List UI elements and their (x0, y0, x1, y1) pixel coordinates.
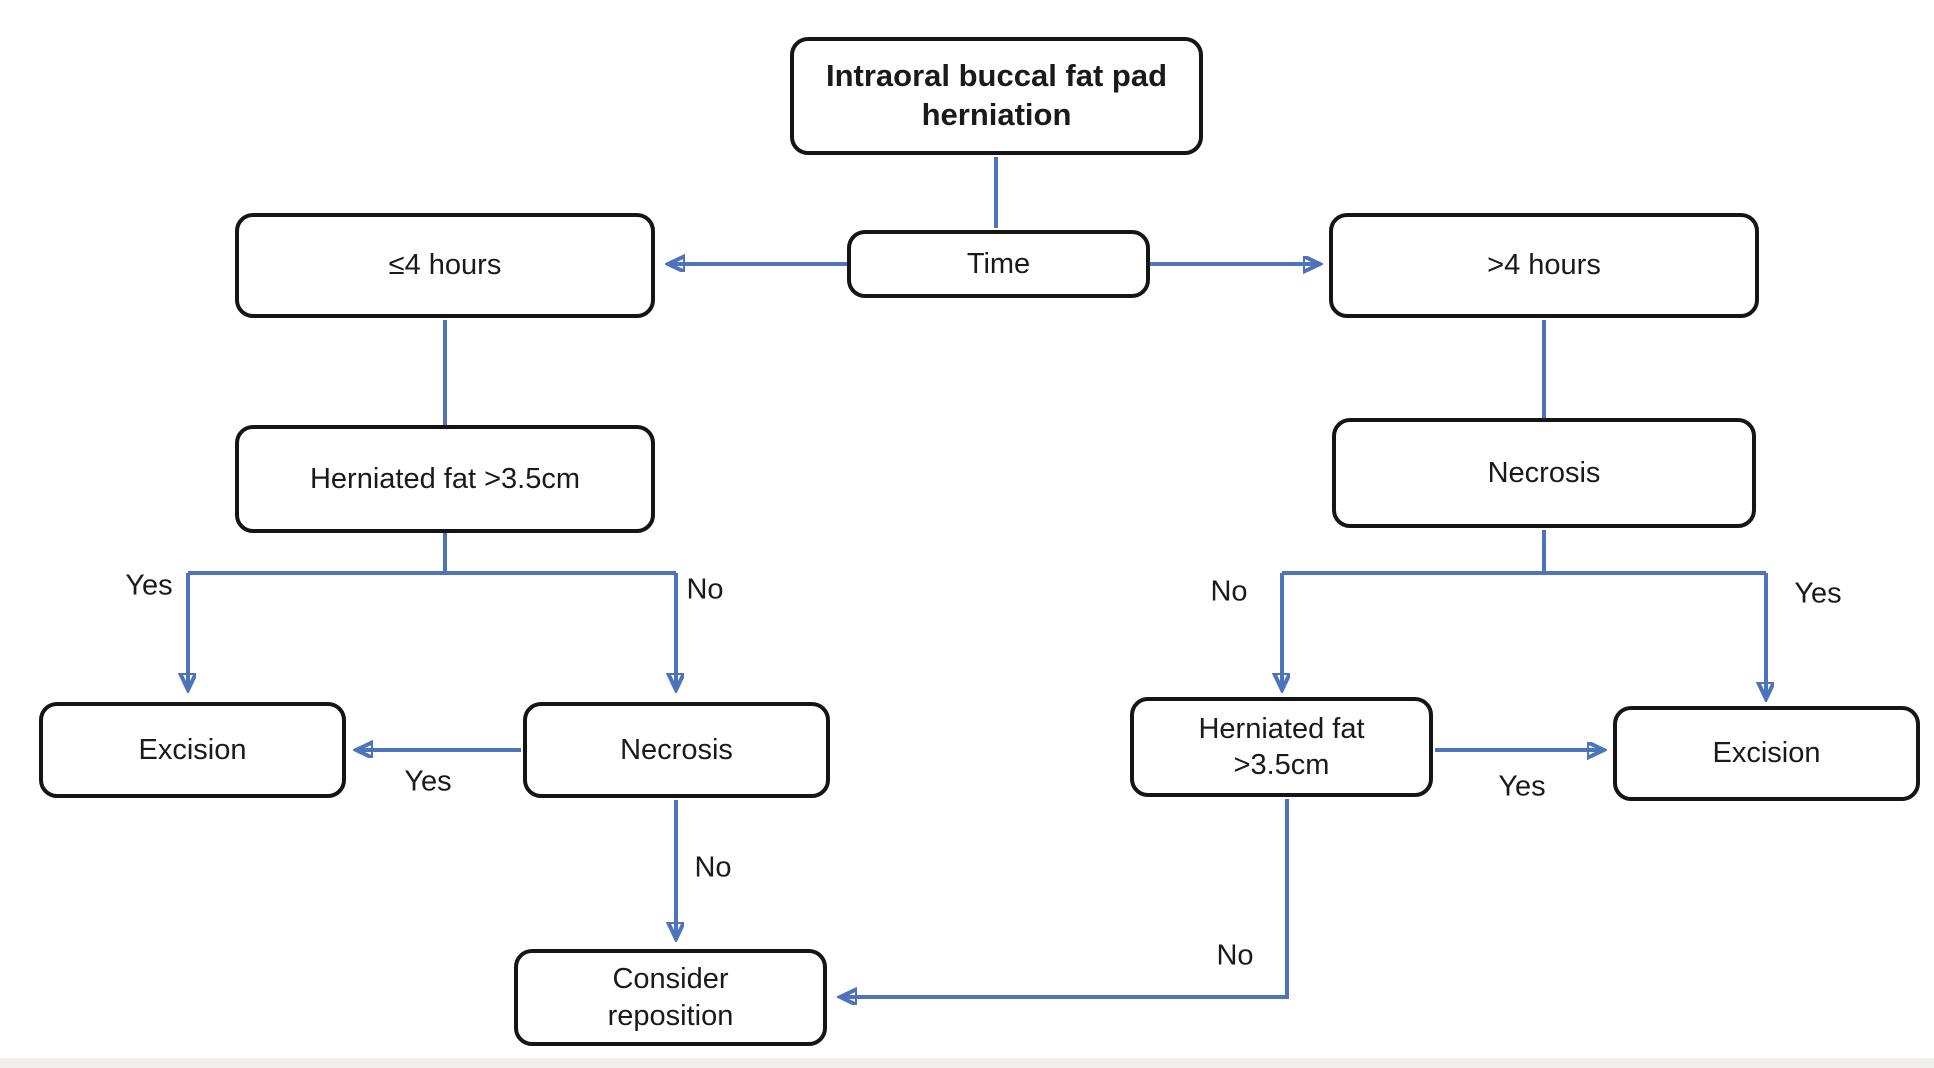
node-excision-right: Excision (1613, 706, 1920, 801)
node-root: Intraoral buccal fat pad herniation (790, 37, 1203, 155)
edge-herniated-right-to-consider-reposition (842, 799, 1289, 997)
edge-label-left-branch-yes: Yes (125, 569, 173, 602)
edge-necrosis-right-split (1282, 530, 1766, 575)
node-herniated-fat-right: Herniated fat >3.5cm (1130, 697, 1433, 797)
node-necrosis-right: Necrosis (1332, 418, 1756, 528)
node-necrosis-left: Necrosis (523, 702, 830, 798)
edge-label-right-branch-no: No (1210, 575, 1248, 608)
edge-label-right-branch-yes: Yes (1794, 577, 1842, 610)
bottom-edge-strip (0, 1058, 1934, 1068)
edge-label-herniated-right-no: No (1216, 939, 1254, 972)
edge-label-necrosis-left-yes: Yes (404, 765, 452, 798)
edge-label-herniated-right-yes: Yes (1498, 770, 1546, 803)
node-excision-left: Excision (39, 702, 346, 798)
edge-label-necrosis-left-no: No (694, 851, 732, 884)
node-herniated-fat-left: Herniated fat >3.5cm (235, 425, 655, 533)
node-consider-reposition: Consider reposition (514, 949, 827, 1046)
node-gt4hours: >4 hours (1329, 213, 1759, 318)
node-le4hours: ≤4 hours (235, 213, 655, 318)
node-time: Time (847, 230, 1150, 298)
edge-herniated-left-split (188, 533, 676, 575)
edge-label-left-branch-no: No (686, 573, 724, 606)
